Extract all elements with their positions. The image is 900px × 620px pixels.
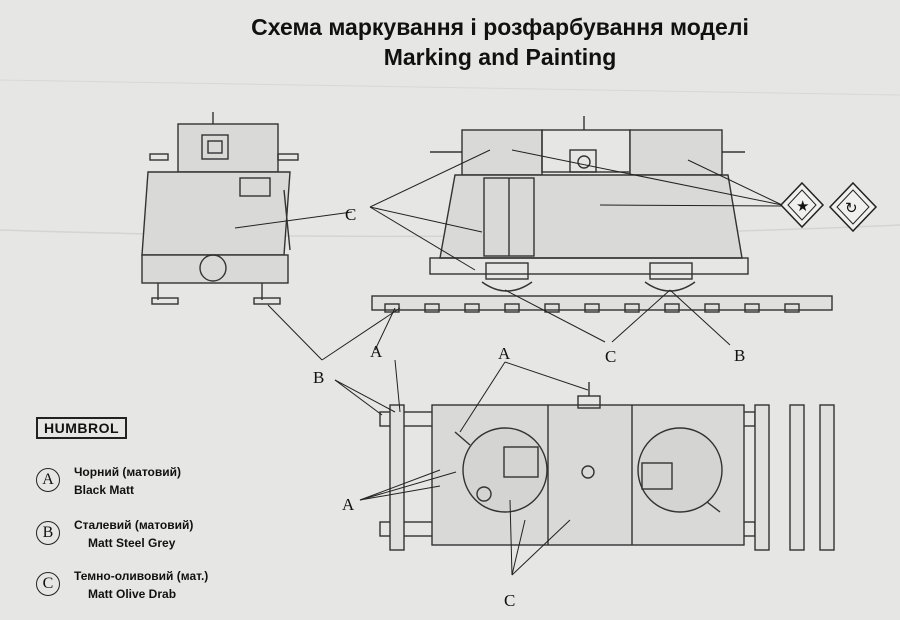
paint-brand-label: HUMBROL bbox=[36, 417, 128, 439]
side-view-drawing bbox=[371, 116, 833, 313]
page-title-english: Marking and Painting bbox=[383, 44, 617, 70]
legend-letter-c: C bbox=[36, 572, 60, 596]
label-b-left: B bbox=[313, 368, 324, 387]
legend-letter-b: B bbox=[36, 521, 60, 545]
label-b-right: B bbox=[734, 346, 745, 365]
legend-label-english: Matt Steel Grey bbox=[88, 536, 176, 550]
leader-lines bbox=[234, 149, 783, 576]
label-a-turret: A bbox=[342, 495, 355, 514]
legend-label-ukrainian: Сталевий (матовий) bbox=[74, 518, 194, 532]
label-a-top: A bbox=[498, 344, 511, 363]
legend-label-ukrainian: Темно-оливовий (мат.) bbox=[74, 569, 209, 583]
label-a-rail: A bbox=[370, 342, 383, 361]
legend-item-black-matt: A Чорний (матовий) Black Matt bbox=[36, 465, 276, 505]
legend-letter-a: A bbox=[36, 468, 60, 492]
arrow-in-diamond-icon: ↻ bbox=[828, 181, 878, 233]
legend-item-matt-steel-grey: B Сталевий (матовий) Matt Steel Grey bbox=[36, 518, 276, 558]
label-c-top: C bbox=[504, 591, 515, 610]
label-c-side: C bbox=[345, 205, 356, 224]
label-c-bottom: C bbox=[605, 347, 616, 366]
svg-text:↻: ↻ bbox=[845, 201, 858, 217]
legend-item-matt-olive-drab: C Темно-оливовий (мат.) Matt Olive Drab bbox=[36, 569, 276, 609]
legend-label-ukrainian: Чорний (матовий) bbox=[74, 465, 181, 479]
callout-labels: C C B B A A A C bbox=[313, 205, 745, 610]
legend-label-english: Matt Olive Drab bbox=[88, 587, 177, 601]
star-in-diamond-icon: ★ bbox=[779, 181, 825, 229]
insignia-group: ★ ↻ bbox=[779, 181, 878, 233]
top-view-drawing bbox=[379, 382, 835, 551]
page-title-ukrainian: Схема маркування і розфарбування моделі bbox=[251, 14, 749, 40]
svg-text:★: ★ bbox=[796, 199, 809, 215]
legend-label-english: Black Matt bbox=[74, 483, 135, 497]
front-view-drawing bbox=[141, 112, 299, 305]
